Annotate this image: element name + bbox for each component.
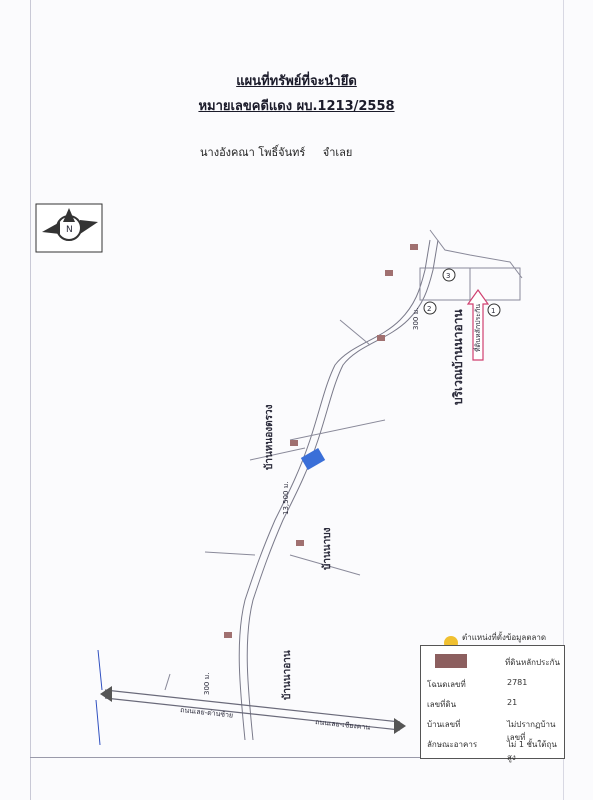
area-label-3: บ้านนาบง — [321, 527, 333, 570]
boundary-line — [95, 649, 103, 746]
marker-2: 2 — [423, 301, 437, 315]
building-icons — [224, 244, 418, 638]
owner-line: นางอังคณา โพธิ์จันทร์ จำเลย — [200, 143, 366, 161]
svg-text:2: 2 — [427, 305, 431, 313]
case-number: หมายเลขคดีแดง ผบ.1213/2558 — [198, 99, 395, 114]
legend-label-house: บ้านเลขที่ — [427, 720, 461, 729]
marker-3: 3 — [442, 268, 456, 282]
legend-value-deed: 2781 — [507, 678, 528, 687]
legend-value-land: 21 — [507, 698, 518, 707]
legend-dot-note: ตำแหน่งที่ตั้งข้อมูลตลาด — [462, 633, 547, 642]
page-border-left — [30, 0, 31, 800]
legend-swatch — [435, 654, 467, 668]
legend-value-house: ไม่ปรากฏบ้านเลขที่ — [507, 720, 556, 742]
distance-3: 300 ม. — [203, 673, 211, 695]
legend-label-land: เลขที่ดิน — [427, 700, 457, 709]
distance-1: 300 ม. — [412, 308, 420, 330]
area-label-4: บ้านนาอาน — [281, 650, 293, 700]
area-label-1: บริเวณบ้านนาอาน — [451, 309, 465, 405]
document-title: แผนที่ทรัพย์ที่จะนำยึด — [236, 74, 357, 89]
legend-value-building: ไม่ 1 ชั้นใต้ถุนสูง — [507, 740, 557, 762]
highway-label: ถนนเลย-ด่านซ้าย — [180, 706, 234, 720]
page-border-right — [563, 0, 564, 800]
arrow-right-icon — [394, 718, 406, 734]
area-label-2: บ้านหนองตรวง — [263, 404, 275, 470]
owner-name: นางอังคณา โพธิ์จันทร์ — [200, 146, 306, 159]
compass-icon: N — [35, 203, 103, 253]
compass-letter: N — [66, 225, 73, 235]
svg-text:1: 1 — [491, 307, 495, 315]
legend-label-building: ลักษณะอาคาร — [427, 740, 478, 749]
main-road — [238, 239, 439, 741]
legend-label-deed: โฉนดเลขที่ — [427, 680, 466, 689]
highway — [104, 689, 401, 731]
property-arrow-label: ที่ดินหลักประกัน — [473, 304, 482, 352]
side-roads — [164, 229, 523, 691]
page-border-bottom — [30, 757, 564, 758]
highway-label-2: ถนนเลย-เชียงคาน — [315, 718, 371, 732]
property-marker — [300, 447, 326, 471]
marker-1: 1 — [487, 303, 501, 317]
owner-role: จำเลย — [322, 146, 353, 159]
legend-swatch-label: ที่ดินหลักประกัน — [505, 658, 560, 667]
property-arrow: ที่ดินหลักประกัน — [466, 288, 490, 361]
svg-text:3: 3 — [446, 272, 450, 280]
arrow-left-icon — [100, 686, 112, 702]
distance-2: 13,500 ม. — [282, 481, 290, 515]
legend-box: ที่ดินหลักประกัน โฉนดเลขที่ 2781 เลขที่ด… — [420, 645, 565, 762]
